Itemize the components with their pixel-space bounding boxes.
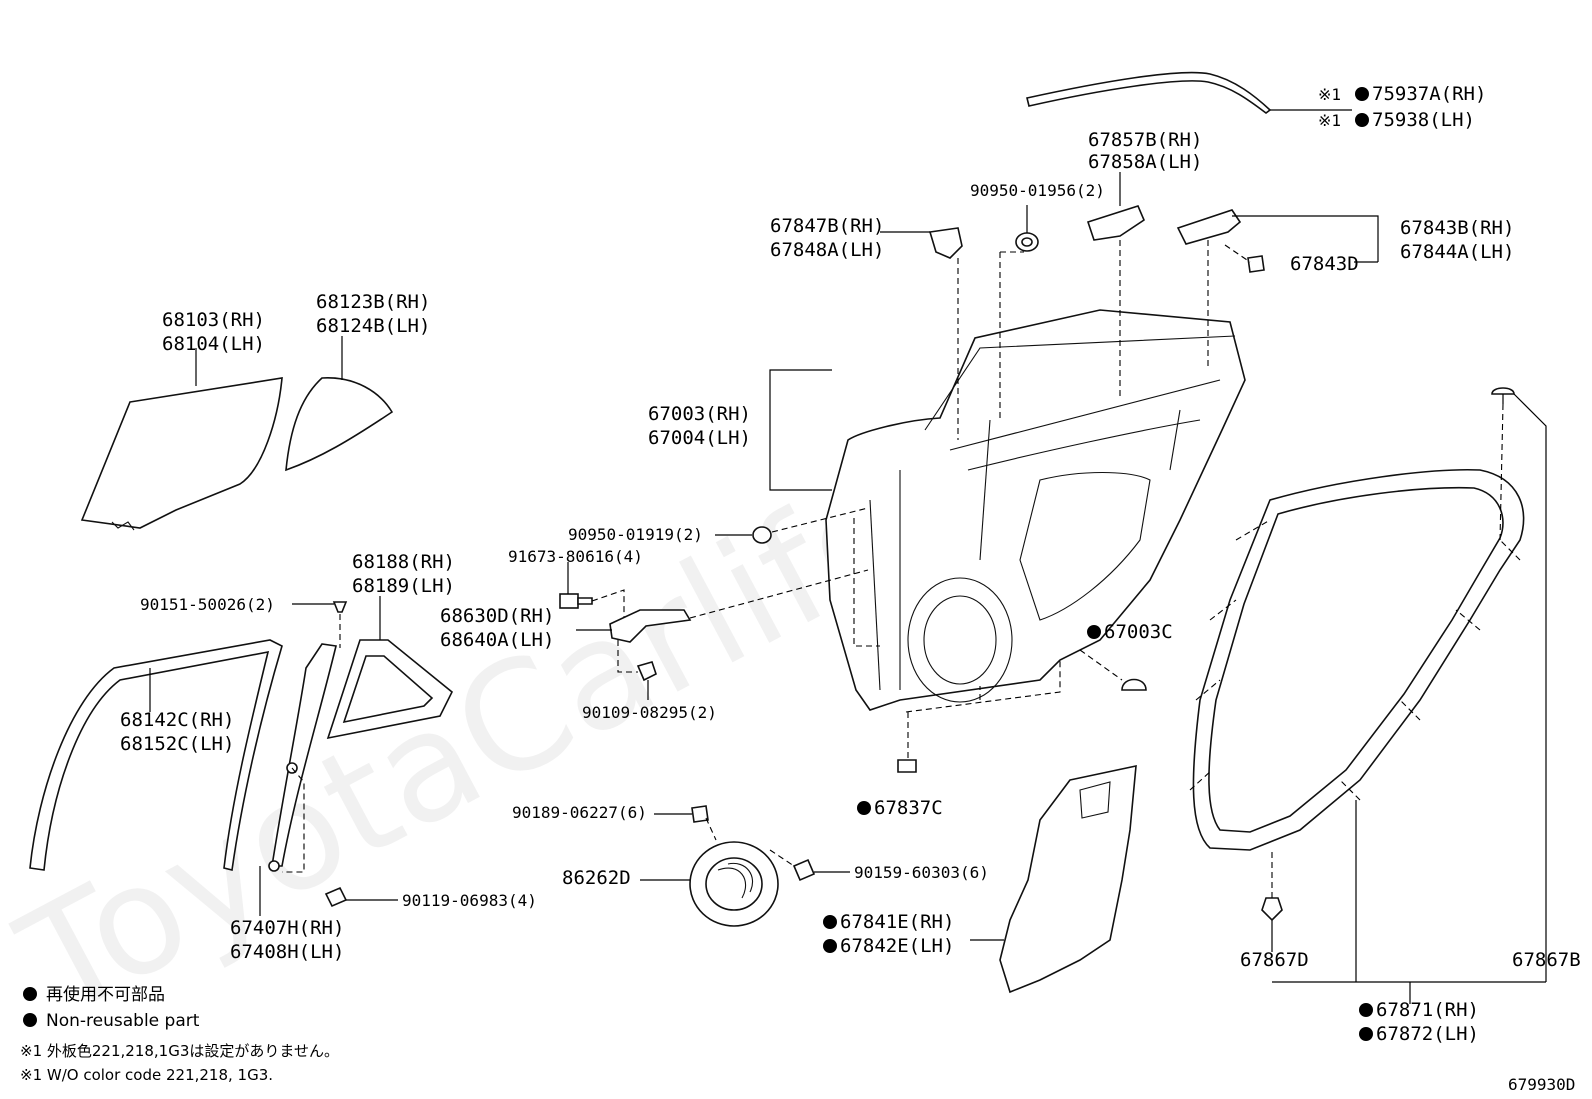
- screw-90159-part: [769, 849, 850, 882]
- label-67858: 67858A(LH): [1088, 151, 1202, 173]
- diagram-code: 679930D: [1508, 1075, 1575, 1094]
- run-channel-68142-part: [29, 639, 283, 871]
- legend-en: Non-reusable part: [46, 1011, 200, 1031]
- quarter-glass-68123-part: [285, 336, 394, 472]
- label-68188: 68188(RH): [352, 551, 455, 573]
- label-68123: 68123B(RH): [316, 291, 430, 313]
- label-68189: 68189(LH): [352, 575, 455, 597]
- label-67003: 67003(RH): [648, 403, 751, 425]
- legend: 再使用不可部品 Non-reusable part ※1 外板色221,218,…: [20, 984, 339, 1084]
- weatherstrip-67871-part: [1189, 468, 1525, 851]
- label-67408: 67408H(LH): [230, 941, 344, 963]
- bolt-91673-part: [559, 562, 625, 620]
- screw-90119-part: [324, 886, 398, 908]
- hole-cover-67841-part: [970, 764, 1137, 994]
- label-75938: ※1 75938(LH): [1318, 109, 1475, 131]
- svg-text:75937A(RH): 75937A(RH): [1372, 83, 1486, 105]
- clip-67867d-part: [1261, 852, 1283, 952]
- label-68142: 68142C(RH): [120, 709, 234, 731]
- label-67872: 67872(LH): [1359, 1023, 1479, 1045]
- check-68630-part: [576, 569, 869, 643]
- label-90950-01956: 90950-01956(2): [970, 181, 1105, 200]
- svg-text:75938(LH): 75938(LH): [1372, 109, 1475, 131]
- speaker-86262-part: [640, 841, 779, 927]
- label-67848: 67848A(LH): [770, 239, 884, 261]
- label-67004: 67004(LH): [648, 427, 751, 449]
- label-68103: 68103(RH): [162, 309, 265, 331]
- label-90159: 90159-60303(6): [854, 863, 989, 882]
- label-68124: 68124B(LH): [316, 315, 430, 337]
- door-panel-67003-part: [769, 309, 1246, 711]
- label-67857: 67857B(RH): [1088, 129, 1202, 151]
- clip-67837-part: [897, 660, 1061, 773]
- door-glass-68103-part: [80, 348, 283, 531]
- quarter-glass-68188-part: [326, 596, 454, 740]
- label-68152: 68152C(LH): [120, 733, 234, 755]
- label-68104: 68104(LH): [162, 333, 265, 355]
- clip-67867b-part: [1491, 387, 1547, 982]
- weatherstrip-leader: [1272, 981, 1546, 1004]
- grommet-90950-01919-part: [715, 507, 869, 544]
- label-67867d: 67867D: [1240, 949, 1309, 971]
- svg-text:67872(LH): 67872(LH): [1376, 1023, 1479, 1045]
- clip-67843d-part: [1224, 244, 1265, 273]
- svg-text:67871(RH): 67871(RH): [1376, 999, 1479, 1021]
- label-91673: 91673-80616(4): [508, 547, 643, 566]
- label-67843b: 67843B(RH): [1400, 217, 1514, 239]
- label-67407: 67407H(RH): [230, 917, 344, 939]
- svg-text:67837C: 67837C: [874, 797, 943, 819]
- grommet-90950-01956-part: [1015, 205, 1039, 252]
- label-90950-01919: 90950-01919(2): [568, 525, 703, 544]
- label-67842: 67842E(LH): [823, 935, 954, 957]
- label-86262: 86262D: [562, 867, 631, 889]
- division-bar-67407-part: [259, 604, 341, 916]
- label-67841: 67841E(RH): [823, 911, 954, 933]
- label-90119: 90119-06983(4): [402, 891, 537, 910]
- legend-dot-jp: [23, 987, 37, 1001]
- molding-75937-part: [1026, 71, 1352, 115]
- legend-dot-en: [23, 1013, 37, 1027]
- clip-67847-part: [880, 227, 963, 259]
- label-67844: 67844A(LH): [1400, 241, 1514, 263]
- svg-text:67841E(RH): 67841E(RH): [840, 911, 954, 933]
- legend-jp: 再使用不可部品: [46, 984, 165, 1005]
- label-67867b: 67867B: [1512, 949, 1581, 971]
- screw-90151-part: [292, 601, 348, 613]
- label-90109: 90109-08295(2): [582, 703, 717, 722]
- svg-text:67003C: 67003C: [1104, 621, 1173, 643]
- svg-text:67842E(LH): 67842E(LH): [840, 935, 954, 957]
- bolt-90109-part: [617, 640, 657, 700]
- label-75937: ※1 75937A(RH): [1318, 83, 1486, 105]
- clip-90189-part: [654, 805, 717, 841]
- label-90151: 90151-50026(2): [140, 595, 275, 614]
- clip-67857-part: [1086, 172, 1145, 241]
- bracket-67843-part: [1176, 209, 1379, 263]
- note1-en: ※1 W/O color code 221,218, 1G3.: [20, 1066, 273, 1084]
- label-67847: 67847B(RH): [770, 215, 884, 237]
- svg-text:※1: ※1: [1318, 85, 1341, 104]
- label-68640: 68640A(LH): [440, 629, 554, 651]
- note1-jp: ※1 外板色221,218,1G3は設定がありません。: [20, 1042, 339, 1060]
- plug-67003c-part: [1079, 649, 1147, 691]
- label-90189: 90189-06227(6): [512, 803, 647, 822]
- label-67003c: 67003C: [1087, 621, 1173, 643]
- label-67843d: 67843D: [1290, 253, 1359, 275]
- label-67871: 67871(RH): [1359, 999, 1479, 1021]
- label-68630: 68630D(RH): [440, 605, 554, 627]
- svg-text:※1: ※1: [1318, 111, 1341, 130]
- label-67837: 67837C: [857, 797, 943, 819]
